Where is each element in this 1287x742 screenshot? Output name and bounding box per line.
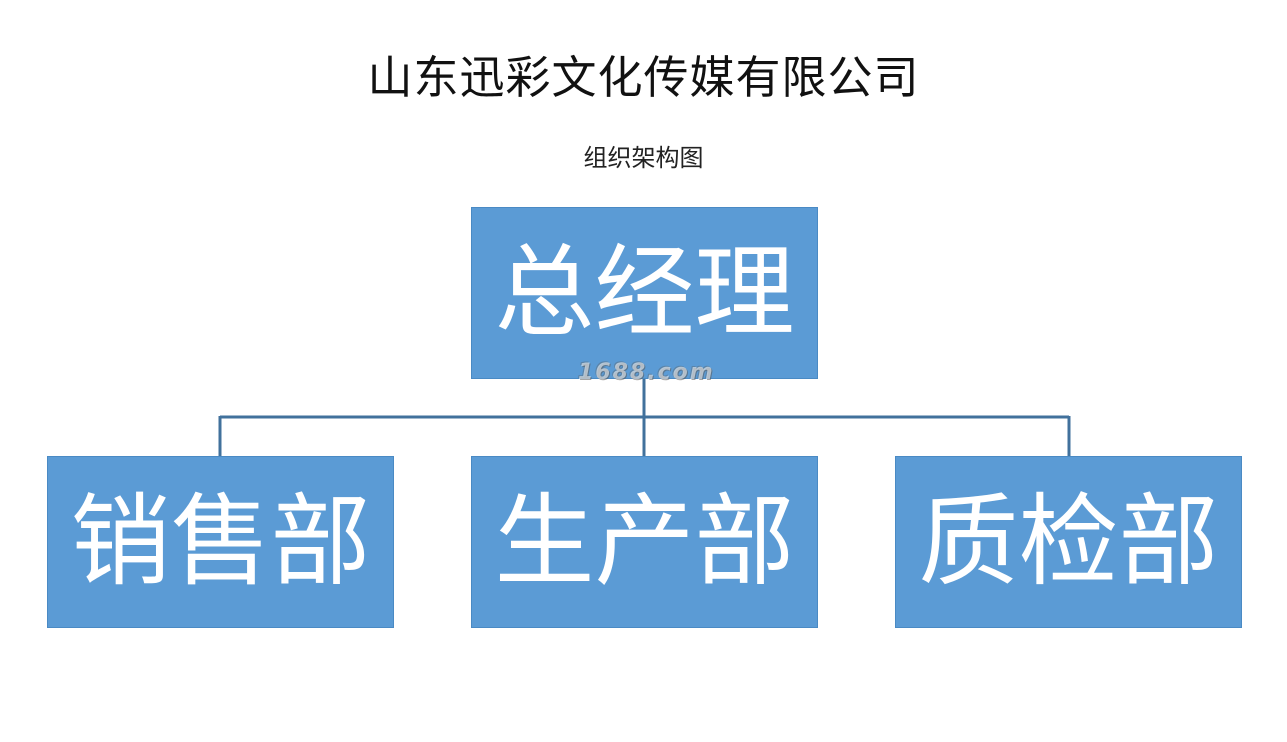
org-node-label: 销售部 xyxy=(70,483,371,600)
org-node-label: 总经理 xyxy=(494,234,795,351)
org-node-label: 生产部 xyxy=(494,483,795,600)
org-node-production-dept: 生产部 xyxy=(471,456,818,628)
org-node-label: 质检部 xyxy=(918,483,1219,600)
org-node-qc-dept: 质检部 xyxy=(895,456,1242,628)
watermark: 1688.com xyxy=(578,360,715,385)
org-node-sales-dept: 销售部 xyxy=(47,456,394,628)
page-subtitle: 组织架构图 xyxy=(583,144,704,172)
org-node-general-manager: 总经理 xyxy=(471,207,818,379)
page-title: 山东迅彩文化传媒有限公司 xyxy=(367,51,920,104)
